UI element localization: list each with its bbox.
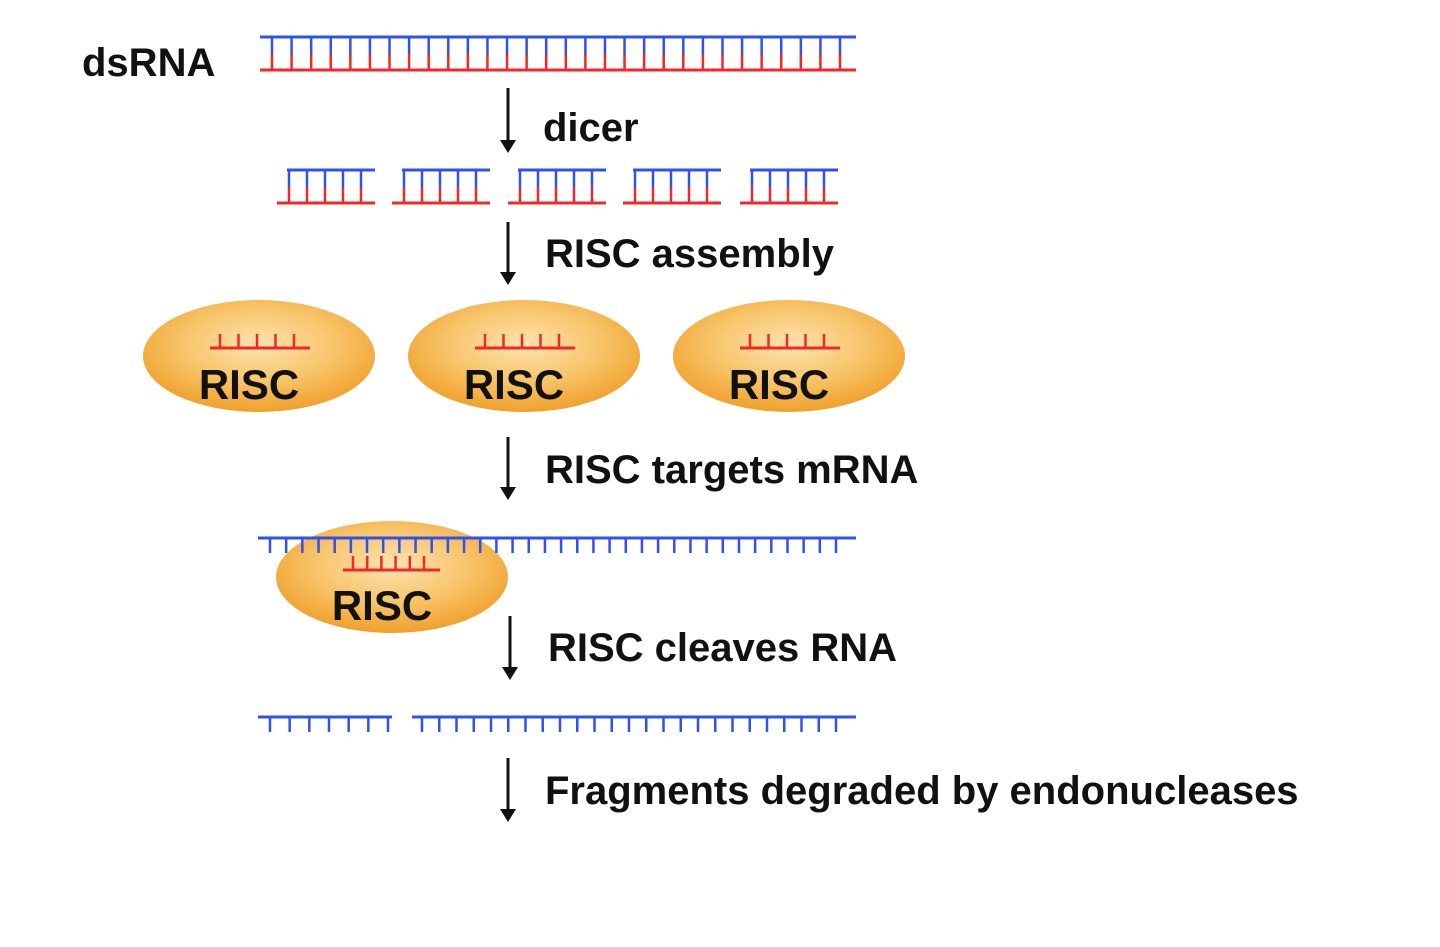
risc-complex: RISC (143, 300, 375, 412)
risc-label: RISC (729, 361, 829, 408)
step-label-risc-cleaves: RISC cleaves RNA (548, 626, 897, 670)
step-arrow-risc-assembly (500, 222, 516, 285)
risc-body (673, 300, 905, 412)
step-label-dicer: dicer (543, 106, 639, 150)
risc-label: RISC (332, 582, 432, 629)
sirna-duplex (392, 168, 490, 205)
risc-label: RISC (464, 361, 564, 408)
step-arrow-risc-cleaves (502, 616, 518, 680)
risc-body (408, 300, 640, 412)
risc-body (143, 300, 375, 412)
sirna-fragments (277, 168, 838, 205)
step-arrow-risc-targets (500, 437, 516, 500)
sirna-duplex (508, 168, 606, 205)
sirna-duplex (623, 168, 721, 205)
sirna-duplex (740, 168, 838, 205)
mrna-fragment (258, 715, 392, 732)
step-label-risc-targets: RISC targets mRNA (545, 448, 918, 492)
dsrna-label: dsRNA (82, 41, 215, 85)
risc-complex: RISC (408, 300, 640, 412)
risc-complex: RISC (673, 300, 905, 412)
risc-complexes: RISC RISC RISC (143, 300, 905, 412)
cleaved-mrna-fragments (258, 715, 856, 732)
step-arrow-dicer (500, 88, 516, 153)
step-label-fragments-degraded: Fragments degraded by endonucleases (545, 769, 1299, 813)
step-label-risc-assembly: RISC assembly (545, 232, 835, 276)
step-arrow-fragments-degraded (500, 758, 516, 822)
mrna-fragment (412, 715, 856, 732)
target-mrna (258, 536, 856, 553)
target-mrna-with-risc: RISC (258, 521, 856, 633)
dsrna-duplex (260, 35, 856, 72)
risc-label: RISC (199, 361, 299, 408)
sirna-duplex (277, 168, 375, 205)
